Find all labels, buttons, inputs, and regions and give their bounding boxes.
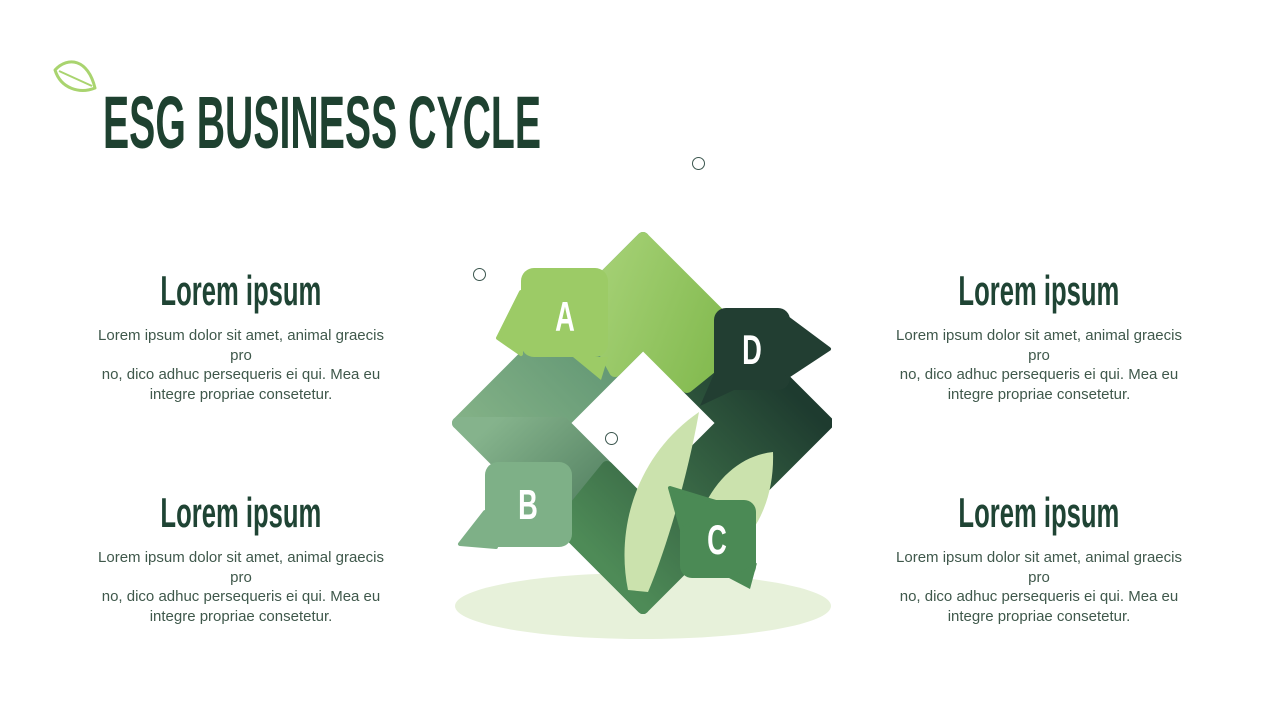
text-block-bottom-left: Lorem ipsum Lorem ipsum dolor sit amet, … [86, 490, 396, 626]
step-label-d: D [742, 326, 762, 373]
leaf-icon [53, 60, 97, 92]
cycle-arrow-c: C [668, 486, 757, 589]
arrow-head [496, 290, 523, 356]
ring-decoration [692, 157, 705, 170]
block-heading: Lorem ipsum [160, 267, 322, 314]
arrow-head [668, 486, 718, 532]
block-body: Lorem ipsum dolor sit amet, animal graec… [98, 327, 384, 403]
esg-cycle-diagram: A B C D [452, 232, 832, 639]
step-label-a: A [555, 293, 575, 340]
cycle-arrow-b: B [458, 462, 572, 549]
arrow-tail [700, 374, 734, 406]
block-body: Lorem ipsum dolor sit amet, animal graec… [896, 327, 1182, 403]
arrow-tail [573, 357, 608, 380]
text-block-bottom-right: Lorem ipsum Lorem ipsum dolor sit amet, … [884, 490, 1194, 626]
cycle-arrow-d: D [700, 308, 831, 406]
arrow-head [458, 510, 498, 549]
text-block-top-right: Lorem ipsum Lorem ipsum dolor sit amet, … [884, 268, 1194, 404]
page-title: ESG BUSINESS CYCLE [103, 81, 542, 164]
block-heading: Lorem ipsum [958, 489, 1120, 536]
ring-decoration [473, 268, 486, 281]
sprout-blade [624, 412, 699, 592]
ring-decoration [605, 432, 618, 445]
arrow-head [780, 312, 831, 382]
block-body: Lorem ipsum dolor sit amet, animal graec… [896, 549, 1182, 625]
block-heading: Lorem ipsum [958, 267, 1120, 314]
arrow-tail [729, 563, 757, 589]
cycle-arrow-a: A [496, 268, 608, 380]
block-body: Lorem ipsum dolor sit amet, animal graec… [98, 549, 384, 625]
step-label-b: B [518, 481, 538, 528]
step-label-c: C [707, 516, 727, 563]
block-heading: Lorem ipsum [160, 489, 322, 536]
text-block-top-left: Lorem ipsum Lorem ipsum dolor sit amet, … [86, 268, 396, 404]
